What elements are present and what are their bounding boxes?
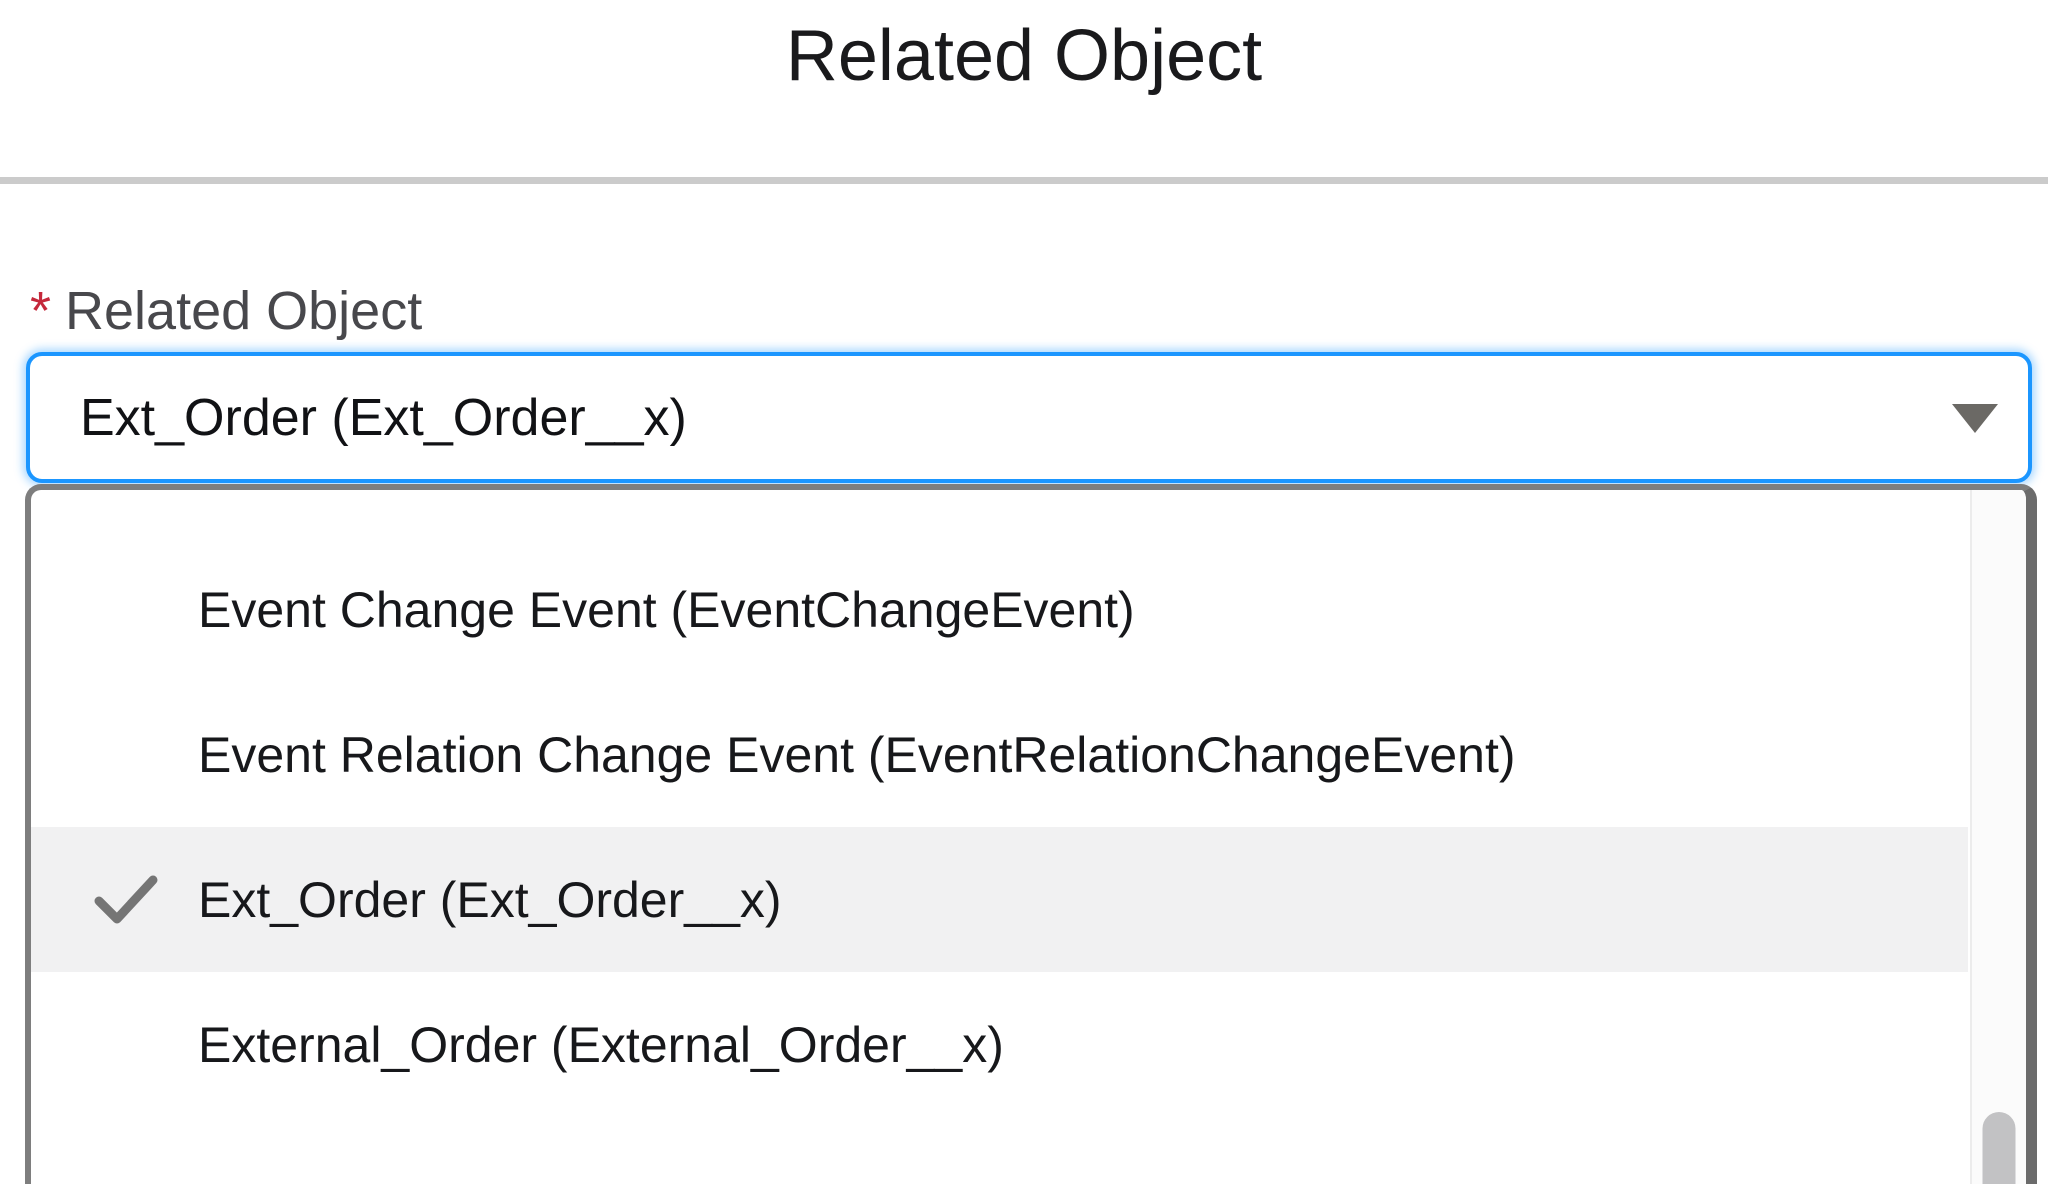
combobox-value: Ext_Order (Ext_Order__x) bbox=[80, 388, 687, 447]
related-object-label-text: Related Object bbox=[65, 281, 423, 341]
option-label: Event Relation Change Event (EventRelati… bbox=[198, 726, 1516, 783]
scrollbar-track[interactable] bbox=[1970, 490, 2026, 1184]
listbox-option-event-relation-change-event[interactable]: Event Relation Change Event (EventRelati… bbox=[31, 682, 1968, 827]
check-icon bbox=[94, 875, 158, 923]
scrollbar-thumb[interactable] bbox=[1982, 1112, 2016, 1184]
related-object-combobox[interactable]: Ext_Order (Ext_Order__x) bbox=[26, 352, 2032, 483]
listbox-options: Event Change Event (EventChangeEvent) Ev… bbox=[31, 490, 1968, 1117]
option-label: Event Change Event (EventChangeEvent) bbox=[198, 581, 1135, 638]
listbox-option-external-order[interactable]: External_Order (External_Order__x) bbox=[31, 972, 1968, 1117]
option-label: External_Order (External_Order__x) bbox=[198, 1016, 1004, 1073]
required-asterisk: * bbox=[30, 281, 52, 341]
chevron-down-icon bbox=[1952, 403, 1998, 433]
header-divider bbox=[0, 177, 2048, 184]
related-object-listbox: Event Change Event (EventChangeEvent) Ev… bbox=[25, 484, 2037, 1184]
related-object-label: * Related Object bbox=[30, 281, 422, 341]
option-label: Ext_Order (Ext_Order__x) bbox=[198, 871, 782, 928]
page-title: Related Object bbox=[785, 16, 1263, 96]
listbox-option-event-change-event[interactable]: Event Change Event (EventChangeEvent) bbox=[31, 537, 1968, 682]
listbox-option-ext-order[interactable]: Ext_Order (Ext_Order__x) bbox=[31, 827, 1968, 972]
